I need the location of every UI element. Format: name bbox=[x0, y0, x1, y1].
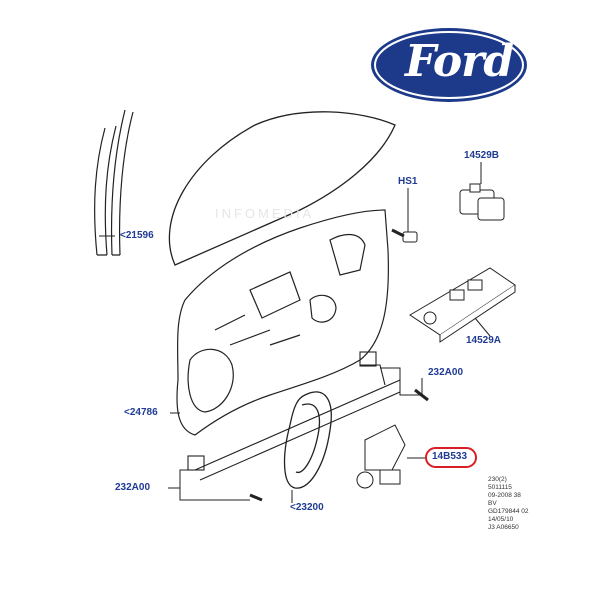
label-14529b: 14529B bbox=[464, 150, 500, 161]
door-inner-panel bbox=[176, 209, 389, 436]
label-14529a: 14529A bbox=[466, 335, 502, 346]
label-21596: <21596 bbox=[120, 230, 154, 241]
window-switch-a bbox=[409, 267, 516, 343]
watermark: INFOMEDIA bbox=[215, 206, 315, 221]
diagram-code-line: BV bbox=[488, 500, 497, 507]
label-hs1: HS1 bbox=[398, 176, 418, 187]
label-232a00-lower: 232A00 bbox=[115, 482, 151, 493]
bolt-hs1 bbox=[391, 228, 418, 243]
diagram-code-line: GD179844 02 bbox=[488, 508, 529, 515]
regulator-cable bbox=[283, 391, 332, 489]
diagram-code-line: 09-2008 38 bbox=[488, 492, 521, 499]
label-14b533: 14B533 bbox=[432, 451, 468, 462]
label-232a00-upper: 232A00 bbox=[428, 367, 464, 378]
ford-logo bbox=[371, 28, 527, 102]
highlight-ring bbox=[425, 447, 477, 468]
label-23200: <23200 bbox=[290, 502, 324, 513]
leader-lines bbox=[99, 162, 491, 503]
diagram-code-line: J3 A06650 bbox=[488, 524, 519, 531]
window-motor bbox=[356, 424, 406, 489]
diagram-code-line: 5011115 bbox=[488, 484, 512, 491]
label-24786: <24786 bbox=[124, 407, 158, 418]
regulator-rails bbox=[187, 351, 401, 481]
window-switch-b bbox=[459, 183, 505, 221]
window-glass bbox=[168, 111, 396, 266]
diagram-code-block: 230(2) 5011115 09-2008 38 BV GD179844 02… bbox=[488, 476, 528, 532]
ford-logo-text: Ford bbox=[405, 36, 514, 87]
diagram-code-line: 14/05/10 bbox=[488, 516, 514, 523]
diagram-code-line: 230(2) bbox=[488, 476, 507, 483]
